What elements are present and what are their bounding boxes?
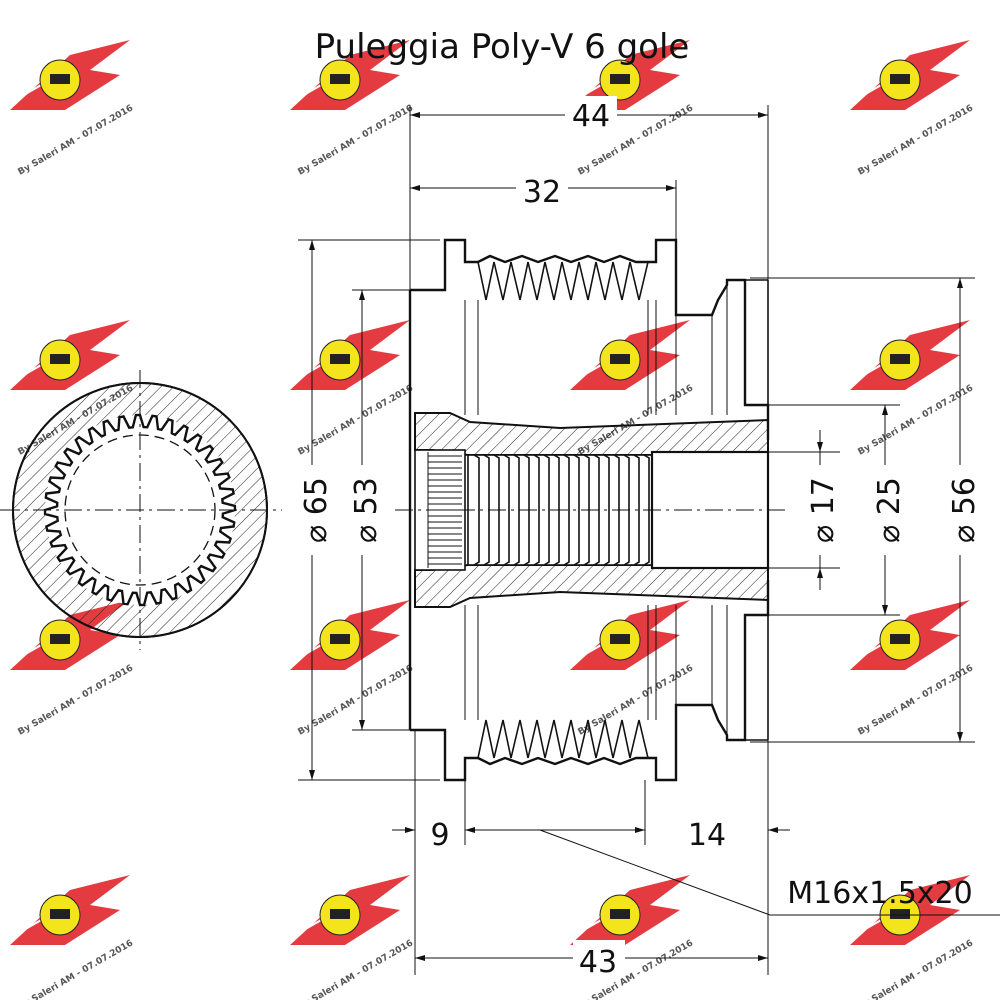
watermark-logo: By Saleri AM - 07.07.2016 bbox=[850, 320, 975, 458]
dim-diameter-17: ⌀ 17 bbox=[806, 477, 841, 543]
svg-text:By Saleri AM - 07.07.2016: By Saleri AM - 07.07.2016 bbox=[857, 103, 976, 177]
svg-text:By Saleri AM - 07.07.2016: By Saleri AM - 07.07.2016 bbox=[17, 103, 136, 177]
watermark-logo: By Saleri AM - 07.07.2016 bbox=[850, 600, 975, 738]
drawing-title: Puleggia Poly-V 6 gole bbox=[315, 27, 690, 67]
dim-diameter-56: ⌀ 56 bbox=[947, 477, 982, 543]
watermark-logo: By Saleri AM - 07.07.2016 bbox=[850, 40, 975, 178]
svg-text:By Saleri AM - 07.07.2016: By Saleri AM - 07.07.2016 bbox=[857, 383, 976, 457]
svg-text:By Saleri AM - 07.07.2016: By Saleri AM - 07.07.2016 bbox=[577, 663, 696, 737]
dim-front-length: 9 bbox=[430, 818, 449, 853]
svg-text:By Saleri AM - 07.07.2016: By Saleri AM - 07.07.2016 bbox=[857, 938, 976, 1000]
watermark-logo: By Saleri AM - 07.07.2016 bbox=[290, 320, 415, 458]
watermark-logo: By Saleri AM - 07.07.2016 bbox=[570, 875, 695, 1000]
end-view bbox=[2, 370, 282, 650]
svg-text:By Saleri AM - 07.07.2016: By Saleri AM - 07.07.2016 bbox=[297, 663, 416, 737]
watermark-logo: By Saleri AM - 07.07.2016 bbox=[10, 875, 135, 1000]
section-view bbox=[0, 238, 790, 782]
svg-text:By Saleri AM - 07.07.2016: By Saleri AM - 07.07.2016 bbox=[297, 103, 416, 177]
dim-diameter-65: ⌀ 65 bbox=[299, 477, 334, 543]
svg-text:By Saleri AM - 07.07.2016: By Saleri AM - 07.07.2016 bbox=[297, 383, 416, 457]
svg-text:By Saleri AM - 07.07.2016: By Saleri AM - 07.07.2016 bbox=[17, 938, 136, 1000]
svg-text:By Saleri AM - 07.07.2016: By Saleri AM - 07.07.2016 bbox=[297, 938, 416, 1000]
dim-grooved-length: 32 bbox=[523, 175, 561, 210]
dim-diameter-53: ⌀ 53 bbox=[349, 477, 384, 543]
watermark-logo: By Saleri AM - 07.07.2016 bbox=[10, 40, 135, 178]
watermark-logo: By Saleri AM - 07.07.2016 bbox=[290, 875, 415, 1000]
dimension-labels: 44 32 43 9 14 M16x1.5x20 ⌀ 65 ⌀ 53 ⌀ 17 … bbox=[296, 96, 982, 980]
dim-total-length: 43 bbox=[579, 945, 617, 980]
dim-thread: M16x1.5x20 bbox=[787, 876, 972, 911]
dim-diameter-25: ⌀ 25 bbox=[872, 477, 907, 543]
svg-text:By Saleri AM - 07.07.2016: By Saleri AM - 07.07.2016 bbox=[17, 663, 136, 737]
svg-text:By Saleri AM - 07.07.2016: By Saleri AM - 07.07.2016 bbox=[857, 663, 976, 737]
dim-rear-length: 14 bbox=[688, 818, 726, 853]
watermark-logo: By Saleri AM - 07.07.2016 bbox=[290, 600, 415, 738]
dim-overall-length: 44 bbox=[572, 99, 610, 134]
